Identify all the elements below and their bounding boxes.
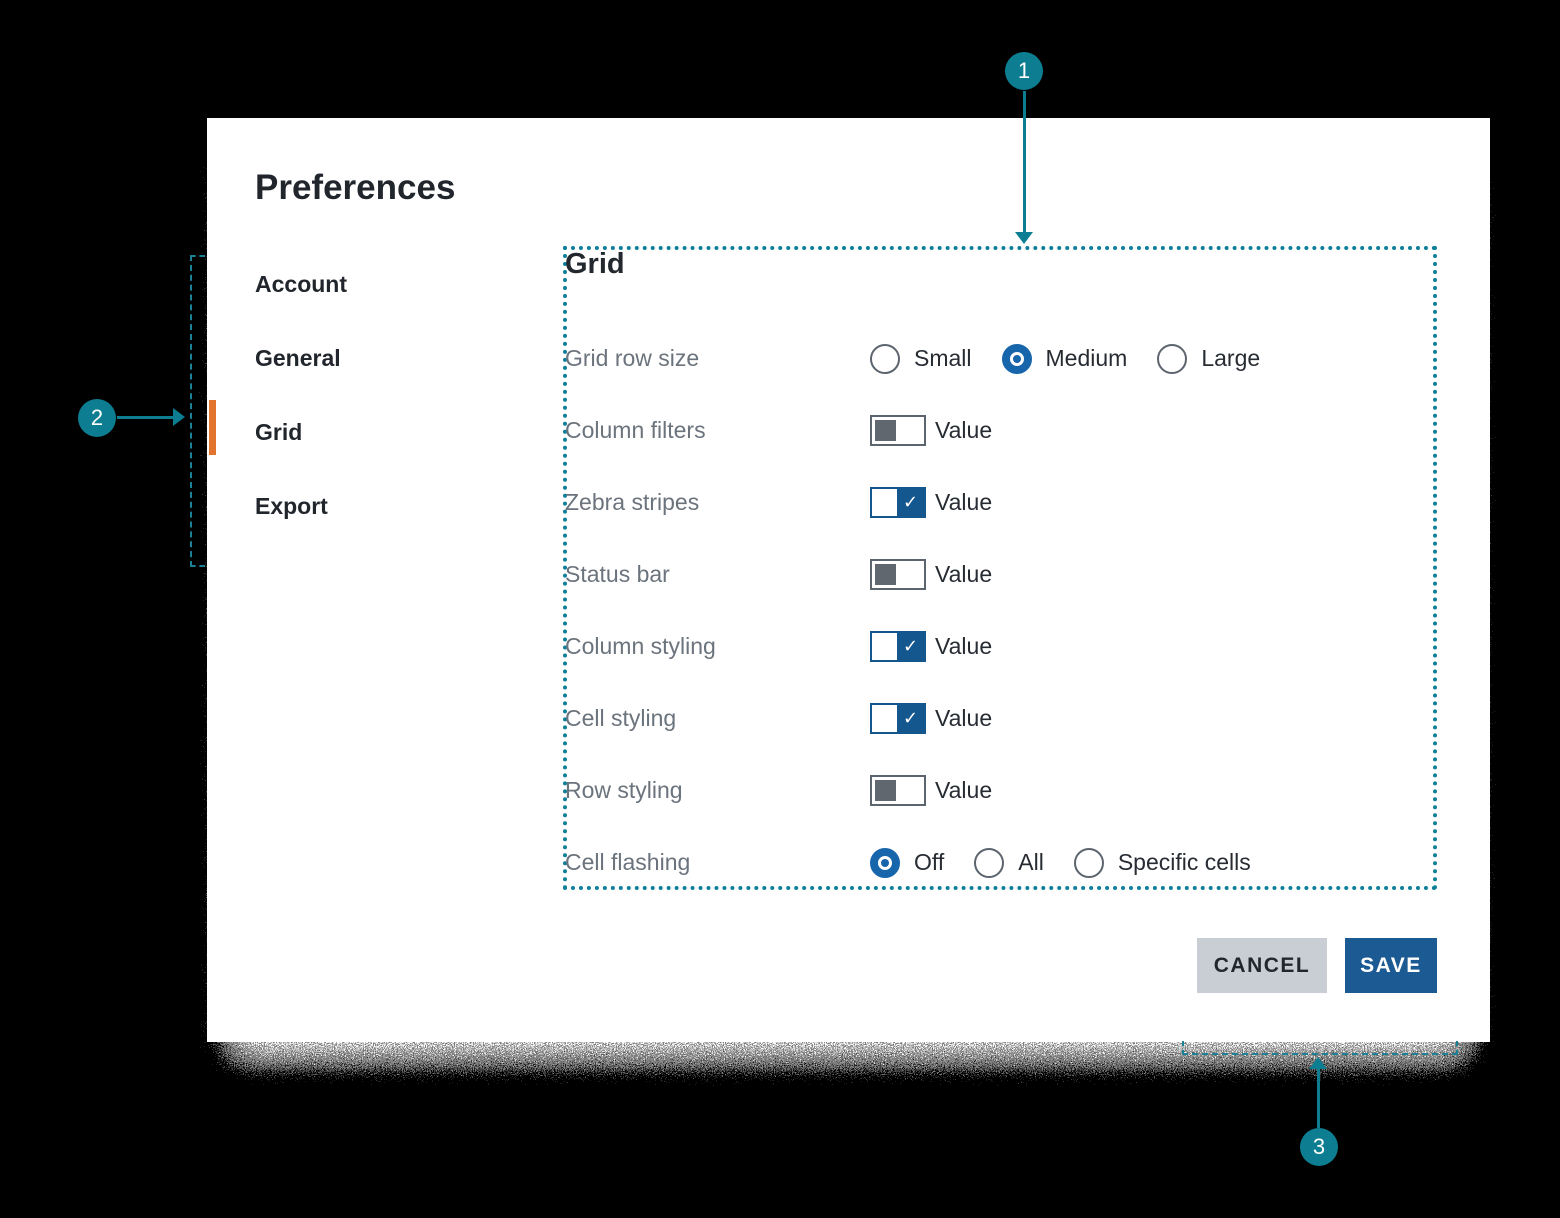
setting-label: Grid row size: [565, 345, 700, 371]
radio-option-label: Medium: [1045, 345, 1128, 371]
radio-selected-icon[interactable]: [870, 847, 900, 878]
setting-control: Value: [870, 415, 992, 446]
setting-row-column-styling: Column styling ✓ Value: [565, 628, 1427, 665]
panel-heading: Grid: [565, 248, 625, 280]
annotation-marker-3: 3: [1300, 1128, 1338, 1166]
toggle-thumb: [875, 780, 896, 801]
setting-label: Cell styling: [565, 705, 677, 731]
toggle-value-label: Value: [935, 489, 993, 515]
check-icon: ✓: [897, 633, 924, 660]
page-title: Preferences: [255, 168, 456, 207]
setting-label: Row styling: [565, 777, 683, 803]
radio-option-specific-cells[interactable]: Specific cells: [1073, 847, 1251, 878]
radio-option-label: All: [1018, 849, 1044, 875]
check-icon: ✓: [897, 705, 924, 732]
setting-control: ✓ Value: [870, 703, 992, 734]
radio-option-large[interactable]: Large: [1157, 343, 1261, 374]
setting-control: ✓ Value: [870, 487, 992, 518]
toggle-thumb: [875, 564, 896, 585]
setting-row-grid-row-size: Grid row size Small Medium Large: [565, 340, 1427, 377]
radio-unselected-icon[interactable]: [1073, 847, 1104, 878]
annotation-arrow-line-3: [1317, 1068, 1320, 1128]
annotation-arrow-line-1: [1023, 91, 1026, 232]
radio-unselected-icon[interactable]: [1157, 343, 1188, 374]
setting-control: Value: [870, 559, 992, 590]
radio-option-label: Specific cells: [1117, 849, 1251, 875]
footer-annotation-bracket: [1182, 1041, 1458, 1055]
annotation-number: 1: [1017, 58, 1031, 83]
setting-row-cell-styling: Cell styling ✓ Value: [565, 700, 1427, 737]
setting-control: ✓ Value: [870, 631, 992, 662]
toggle-value-label: Value: [935, 561, 993, 587]
radio-option-label: Small: [914, 345, 972, 371]
active-item-indicator: [209, 400, 216, 455]
sidebar-item-grid[interactable]: Grid: [255, 419, 303, 445]
setting-row-column-filters: Column filters Value: [565, 412, 1427, 449]
setting-label: Cell flashing: [565, 849, 691, 875]
check-icon: ✓: [897, 489, 924, 516]
radio-option-small[interactable]: Small: [870, 343, 972, 374]
sidebar-item-general[interactable]: General: [255, 345, 341, 371]
sidebar-annotation-bracket: [190, 255, 205, 567]
arrow-right-icon: [173, 408, 185, 426]
annotation-number: 2: [90, 405, 104, 430]
radio-option-all[interactable]: All: [974, 847, 1044, 878]
radio-option-label: Large: [1201, 345, 1261, 371]
setting-row-status-bar: Status bar Value: [565, 556, 1427, 593]
setting-control: Off All Specific cells: [870, 847, 1281, 878]
sidebar-item-export[interactable]: Export: [255, 493, 328, 519]
radio-option-label: Off: [914, 849, 945, 875]
setting-control: Small Medium Large: [870, 343, 1290, 374]
annotation-arrow-line-2: [117, 416, 173, 419]
save-button[interactable]: SAVE: [1345, 938, 1437, 993]
setting-control: Value: [870, 775, 992, 806]
arrow-down-icon: [1015, 232, 1033, 244]
setting-label: Column filters: [565, 417, 706, 443]
annotation-marker-1: 1: [1005, 52, 1043, 90]
setting-label: Zebra stripes: [565, 489, 700, 515]
radio-option-off[interactable]: Off: [870, 847, 945, 878]
setting-row-row-styling: Row styling Value: [565, 772, 1427, 809]
cancel-button[interactable]: CANCEL: [1197, 938, 1327, 993]
toggle-value-label: Value: [935, 705, 993, 731]
arrow-up-icon: [1309, 1057, 1327, 1069]
setting-label: Column styling: [565, 633, 716, 659]
radio-unselected-icon[interactable]: [974, 847, 1005, 878]
setting-row-zebra-stripes: Zebra stripes ✓ Value: [565, 484, 1427, 521]
toggle-value-label: Value: [935, 633, 993, 659]
toggle-off[interactable]: [870, 559, 926, 590]
radio-unselected-icon[interactable]: [870, 343, 900, 374]
toggle-value-label: Value: [935, 417, 993, 443]
toggle-thumb: [875, 420, 896, 441]
radio-selected-icon[interactable]: [1001, 343, 1032, 374]
toggle-on[interactable]: ✓: [870, 487, 926, 518]
toggle-value-label: Value: [935, 777, 993, 803]
toggle-off[interactable]: [870, 415, 926, 446]
radio-option-medium[interactable]: Medium: [1001, 343, 1128, 374]
annotation-number: 3: [1312, 1134, 1326, 1159]
toggle-off[interactable]: [870, 775, 926, 806]
setting-label: Status bar: [565, 561, 670, 587]
annotation-marker-2: 2: [78, 399, 116, 437]
sidebar-item-account[interactable]: Account: [255, 271, 347, 297]
toggle-on[interactable]: ✓: [870, 703, 926, 734]
setting-row-cell-flashing: Cell flashing Off All Specific cells: [565, 844, 1427, 881]
toggle-on[interactable]: ✓: [870, 631, 926, 662]
